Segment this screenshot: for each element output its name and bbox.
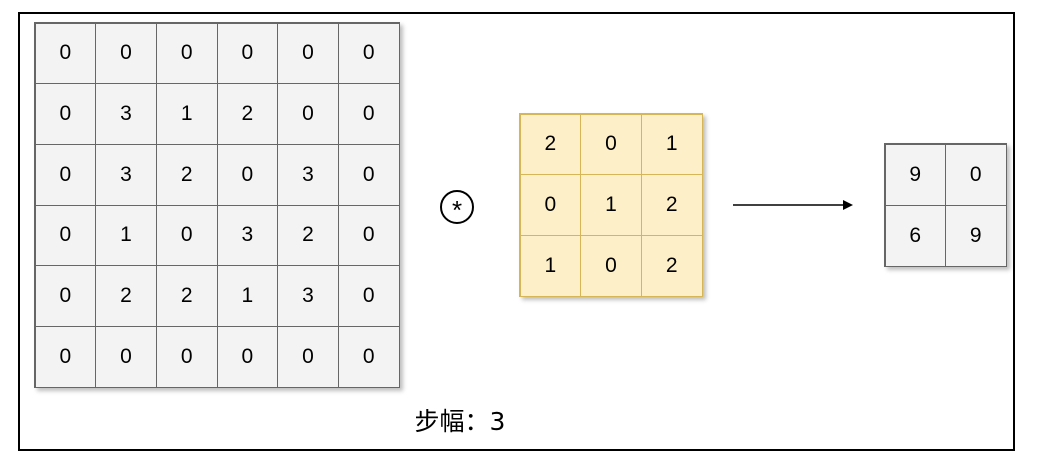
matrix-cell: 1 bbox=[519, 234, 582, 297]
matrix-cell: 2 bbox=[216, 83, 279, 145]
matrix-cell: 0 bbox=[277, 325, 339, 388]
matrix-cell: 0 bbox=[277, 22, 339, 85]
convolution-operator-icon: * bbox=[440, 190, 474, 224]
matrix-cell: 3 bbox=[95, 143, 157, 206]
matrix-cell: 3 bbox=[216, 204, 279, 267]
matrix-cell: 0 bbox=[337, 325, 400, 388]
matrix-cell: 0 bbox=[34, 22, 97, 85]
matrix-cell: 0 bbox=[337, 83, 400, 145]
matrix-cell: 0 bbox=[34, 325, 97, 388]
matrix-cell: 0 bbox=[155, 325, 218, 388]
matrix-cell: 2 bbox=[519, 113, 582, 176]
diagram-frame bbox=[18, 12, 1015, 451]
matrix-cell: 0 bbox=[337, 204, 400, 267]
matrix-cell: 3 bbox=[95, 83, 157, 145]
stride-caption: 步幅：3 bbox=[414, 407, 506, 436]
matrix-cell: 2 bbox=[155, 265, 218, 327]
matrix-cell: 0 bbox=[34, 83, 97, 145]
matrix-cell: 1 bbox=[95, 204, 157, 267]
matrix-cell: 0 bbox=[519, 174, 582, 236]
matrix-cell: 0 bbox=[216, 325, 279, 388]
matrix-cell: 9 bbox=[945, 204, 1007, 267]
arrow-icon bbox=[733, 200, 853, 210]
matrix-cell: 0 bbox=[34, 143, 97, 206]
matrix-cell: 0 bbox=[337, 22, 400, 85]
matrix-cell: 0 bbox=[337, 143, 400, 206]
matrix-cell: 1 bbox=[640, 113, 703, 176]
matrix-cell: 0 bbox=[580, 234, 642, 297]
matrix-cell: 0 bbox=[34, 204, 97, 267]
matrix-cell: 2 bbox=[277, 204, 339, 267]
matrix-cell: 0 bbox=[155, 22, 218, 85]
matrix-cell: 0 bbox=[34, 265, 97, 327]
matrix-cell: 2 bbox=[95, 265, 157, 327]
matrix-cell: 3 bbox=[277, 143, 339, 206]
matrix-cell: 0 bbox=[945, 143, 1007, 206]
matrix-cell: 0 bbox=[337, 265, 400, 327]
matrix-cell: 9 bbox=[884, 143, 946, 206]
matrix-cell: 0 bbox=[155, 204, 218, 267]
matrix-cell: 0 bbox=[216, 143, 279, 206]
matrix-cell: 2 bbox=[155, 143, 218, 206]
matrix-cell: 1 bbox=[155, 83, 218, 145]
matrix-cell: 0 bbox=[580, 113, 642, 176]
operator-symbol: * bbox=[451, 195, 463, 225]
matrix-cell: 0 bbox=[277, 83, 339, 145]
matrix-cell: 6 bbox=[884, 204, 946, 267]
matrix-cell: 0 bbox=[95, 22, 157, 85]
matrix-cell: 3 bbox=[277, 265, 339, 327]
matrix-cell: 2 bbox=[640, 174, 703, 236]
matrix-cell: 0 bbox=[95, 325, 157, 388]
matrix-cell: 0 bbox=[216, 22, 279, 85]
matrix-cell: 2 bbox=[640, 234, 703, 297]
matrix-cell: 1 bbox=[580, 174, 642, 236]
matrix-cell: 1 bbox=[216, 265, 279, 327]
